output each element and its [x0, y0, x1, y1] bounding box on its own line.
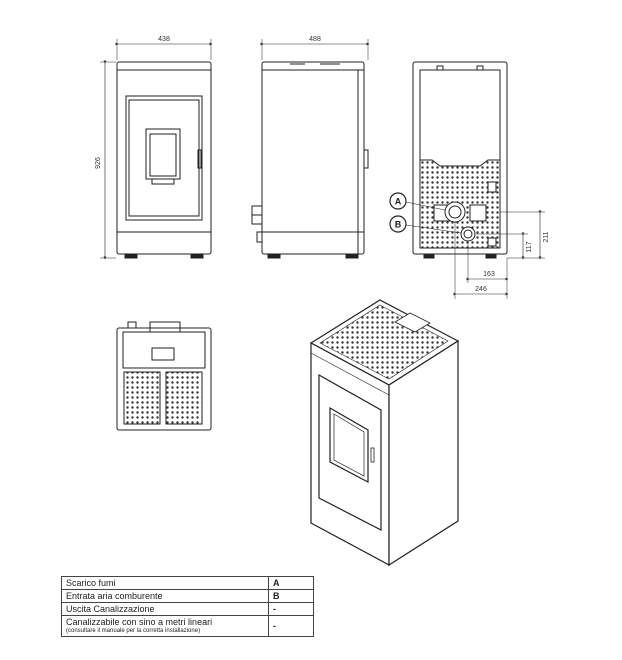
isometric-view: [309, 299, 460, 567]
legend-code: B: [268, 589, 314, 603]
legend-table: Scarico fumi A Entrata aria comburente B…: [61, 576, 314, 637]
side-view: [251, 39, 370, 259]
marker-b: B: [389, 215, 407, 233]
dim-back-246: 246: [475, 286, 487, 293]
marker-b-label: B: [395, 220, 402, 230]
legend-label-cell: Canalizzabile con sino a metri lineari (…: [61, 615, 269, 637]
legend-label: Uscita Canalizzazione: [61, 602, 269, 616]
front-view: [100, 39, 213, 260]
legend-label: Scarico fumi: [61, 576, 269, 590]
dim-back-117: 117: [526, 241, 533, 252]
dim-front-width: 438: [158, 36, 170, 43]
legend-note: (consultare il manuale per la corretta i…: [66, 628, 201, 634]
dim-height: 926: [95, 157, 102, 169]
dim-back-163: 163: [483, 271, 495, 278]
legend-code: A: [268, 576, 314, 590]
back-view: [405, 61, 545, 299]
marker-a-label: A: [395, 197, 402, 207]
legend-label: Canalizzabile con sino a metri lineari: [66, 617, 213, 627]
top-view: [116, 321, 212, 431]
marker-a: A: [389, 192, 407, 210]
legend-code: -: [268, 615, 314, 637]
legend-row: Entrata aria comburente B: [61, 589, 314, 603]
legend-label: Entrata aria comburente: [61, 589, 269, 603]
legend-row: Canalizzabile con sino a metri lineari (…: [61, 615, 314, 637]
legend-row: Uscita Canalizzazione -: [61, 602, 314, 616]
dim-side-depth: 488: [309, 36, 321, 43]
dim-back-211: 211: [543, 231, 550, 242]
legend-row: Scarico fumi A: [61, 576, 314, 590]
legend-code: -: [268, 602, 314, 616]
